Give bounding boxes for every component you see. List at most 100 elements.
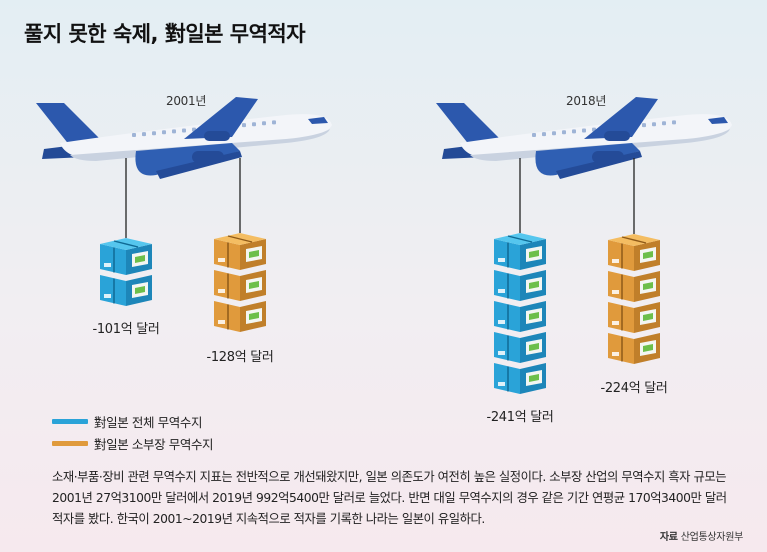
legend-item-total: 對일본 전체 무역수지 [52,410,213,432]
box-face-left [608,271,634,302]
box-label-mark [643,251,653,259]
box-tag [498,320,505,324]
box-tag [612,290,619,294]
box-tag [104,294,111,298]
box-label-mark [249,312,259,320]
box-label-mark [249,250,259,258]
box-top-strap [227,235,253,243]
box-face-left [100,244,126,275]
box-top-strap [113,240,139,248]
plane-window [552,131,556,136]
plane-2001 [36,97,332,179]
box-stack-2001-total [100,158,152,306]
box-label-mark [529,312,539,320]
plane-cockpit [708,117,728,124]
box-face-left [494,301,520,332]
plane-window [162,130,166,135]
plane-window [262,121,266,126]
box-tag [612,259,619,263]
plane-window [642,123,646,128]
plane-engine [604,131,630,141]
year-label-2018: 2018년 [566,94,607,108]
box-2018-total [494,301,546,332]
box-2018-parts [608,271,660,302]
box-2018-parts [608,333,660,364]
plane-window [152,131,156,136]
description-text: 소재·부품·장비 관련 무역수지 지표는 전반적으로 개선돼왔지만, 일본 의존… [52,470,727,526]
box-face-left [214,270,240,301]
plane-window [532,133,536,137]
box-tag [218,258,225,262]
box-face-left [608,333,634,364]
box-2001-parts [214,239,266,270]
box-face-left [494,332,520,363]
box-label-mark [643,282,653,290]
plane-wing-upper [584,97,658,139]
box-tag [498,382,505,386]
box-2018-parts [608,240,660,271]
value-label-2001-total: -101억 달러 [92,322,160,337]
plane-window [252,122,256,127]
box-top-strap [621,236,647,244]
box-face-left [608,302,634,333]
plane-engine [192,151,224,163]
plane-belly [70,129,330,161]
box-2018-total [494,270,546,301]
box-2001-total [100,244,152,275]
plane-window [582,128,586,133]
legend-item-parts: 對일본 소부장 무역수지 [52,432,214,454]
plane-window [542,132,546,137]
legend-label-parts: 對일본 소부장 무역수지 [94,436,214,452]
plane-engine [592,151,624,163]
chart-title: 풀지 못한 숙제, 對일본 무역적자 [24,22,306,46]
box-2018-total [494,363,546,394]
box-face-left [214,239,240,270]
value-label-2001-parts: -128억 달러 [206,350,274,365]
box-stack-2018-total [494,158,546,394]
box-tag [498,351,505,355]
box-2001-parts [214,301,266,332]
box-tag [218,320,225,324]
legend: 對일본 전체 무역수지 對일본 소부장 무역수지 [52,410,214,454]
box-label-mark [135,286,145,294]
box-2018-total [494,239,546,270]
source-label: 자료 [659,532,678,543]
box-label-mark [529,250,539,258]
legend-label-total: 對일본 전체 무역수지 [94,414,203,430]
box-2001-parts [214,270,266,301]
box-2001-total [100,275,152,306]
plane-window [142,132,146,137]
box-stack-2001-parts [214,158,266,332]
box-label-mark [249,281,259,289]
plane-wing-upper [184,97,258,139]
box-label-mark [529,343,539,351]
box-tag [612,321,619,325]
plane-window [652,122,656,127]
box-tag [612,352,619,356]
plane-window [172,129,176,134]
box-label-mark [529,374,539,382]
box-face-left [494,239,520,270]
box-2018-parts [608,302,660,333]
plane-cockpit [308,117,328,124]
legend-swatch-parts [52,440,88,446]
plane-2018 [436,97,732,179]
box-face-left [494,363,520,394]
box-top-strap [507,235,533,243]
plane-window [662,121,666,126]
plane-window [672,120,676,125]
plane-window [242,123,246,128]
box-tag [218,289,225,293]
box-tag [498,289,505,293]
plane-window [562,130,566,135]
plane-belly [470,129,730,161]
box-tag [498,258,505,262]
source-text: 산업통상자원부 [680,532,744,543]
box-label-mark [643,344,653,352]
box-face-left [608,240,634,271]
box-2018-total [494,332,546,363]
box-label-mark [529,281,539,289]
box-face-left [100,275,126,306]
